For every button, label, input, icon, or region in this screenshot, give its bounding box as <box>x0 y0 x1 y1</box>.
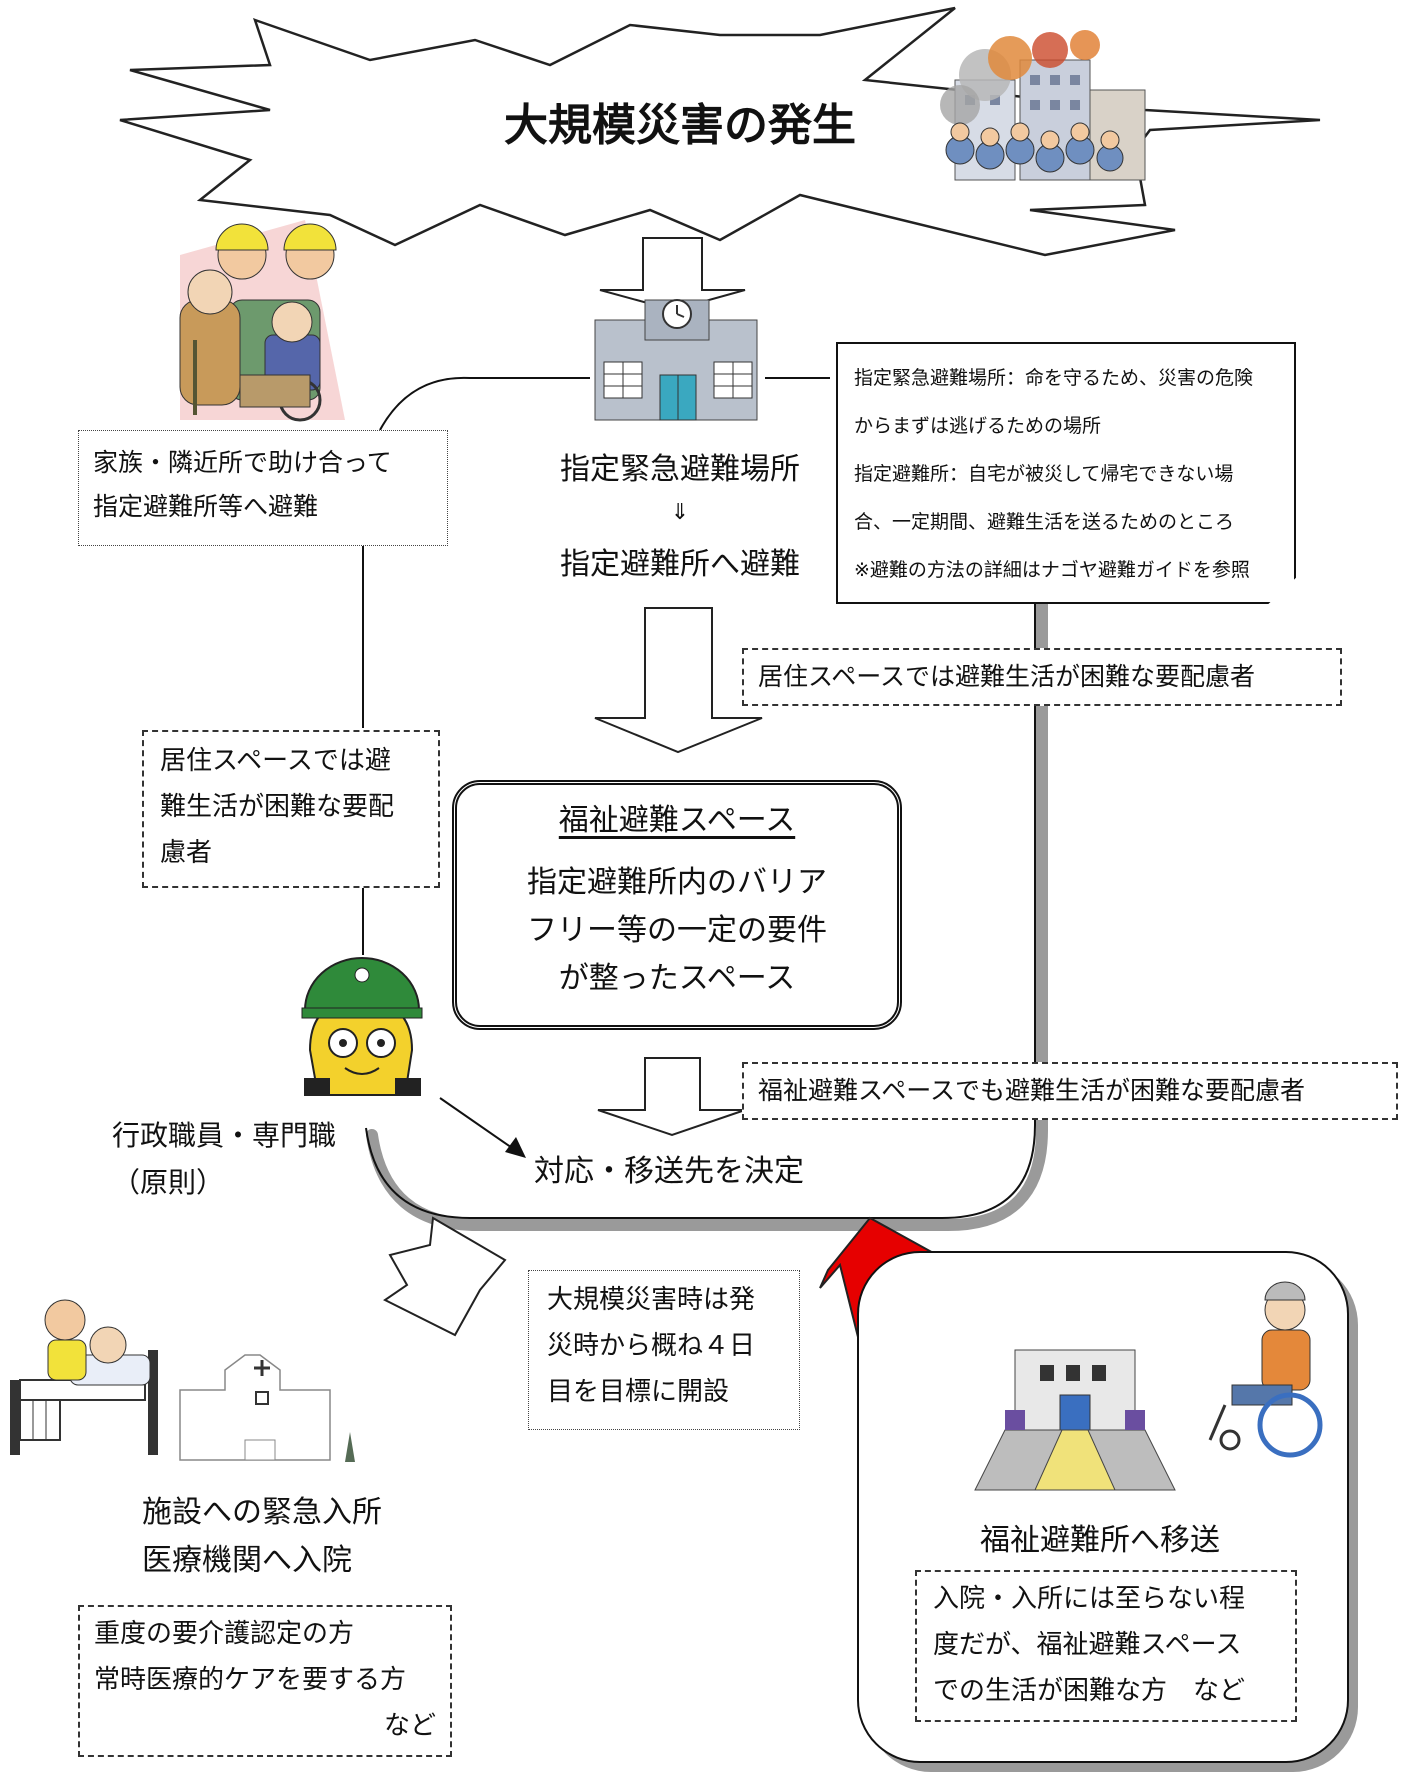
definition-line-3: 指定避難所：自宅が被災して帰宅できない場 <box>854 463 1234 485</box>
welfare-shelter-note-line-3: での生活が困難な方 など <box>933 1676 1246 1706</box>
welfare-space-title: 福祉避難スペース <box>558 803 796 838</box>
definition-line-1: 指定緊急避難場所：命を守るため、災害の危険 <box>854 367 1254 389</box>
disaster-illustration-icon <box>940 30 1146 181</box>
flow-arrow-3 <box>597 1057 746 1137</box>
welfare-shelter-building-icon <box>974 1349 1176 1491</box>
staff-label-line-2: （原則） <box>112 1166 225 1199</box>
opening-note-line-1: 大規模災害時は発 <box>547 1285 756 1315</box>
process-outline <box>365 598 1036 1219</box>
evacuation-helpers-illustration-icon <box>179 220 345 422</box>
opening-note-line-2: 災時から概ね４日 <box>547 1331 756 1361</box>
severe-care-line-2: 常時医療的ケアを要する方 <box>94 1665 407 1695</box>
shelter-primary-label: 指定緊急避難場所 <box>560 452 800 487</box>
school-building-icon <box>594 299 758 421</box>
severe-care-note: 重度の要介護認定の方 常時医療的ケアを要する方 など <box>78 1605 452 1757</box>
welfare-shelter-label: 福祉避難所へ移送 <box>980 1523 1220 1558</box>
severe-care-line-3: など <box>383 1711 436 1741</box>
mutual-help-box: 家族・隣近所で助け合って 指定避難所等へ避難 <box>78 430 448 546</box>
welfare-shelter-note-line-2: 度だが、福祉避難スペース <box>933 1630 1242 1660</box>
hospital-bed-illustration-icon <box>10 1299 158 1455</box>
shelter-down-arrow: ⇓ <box>670 500 690 525</box>
shelter-secondary-label: 指定避難所へ避難 <box>560 547 800 582</box>
opening-note-line-3: 目を目標に開設 <box>547 1377 730 1407</box>
welfare-space-box: 福祉避難スペース 指定避難所内のバリア フリー等の一定の要件 が整ったスペース <box>452 780 902 1030</box>
welfare-space-desc-line-3: が整ったスペース <box>558 961 796 996</box>
flow-arrow-2 <box>594 607 763 754</box>
flow-arrow-1 <box>599 237 746 312</box>
wheelchair-person-icon <box>1208 1281 1323 1458</box>
severe-care-line-1: 重度の要介護認定の方 <box>94 1619 355 1649</box>
residential-difficult-right-text: 居住スペースでは避難生活が困難な要配慮者 <box>758 662 1256 691</box>
facility-label-line-1: 施設への緊急入所 <box>142 1495 382 1530</box>
residential-difficult-left-line-2: 難生活が困難な要配 <box>160 792 395 822</box>
page-title: 大規模災害の発生 <box>504 100 856 151</box>
process-outline-shadow <box>366 592 1048 1231</box>
residential-difficult-left-line-1: 居住スペースでは避 <box>160 746 391 776</box>
residential-difficult-left-line-3: 慮者 <box>160 838 213 868</box>
explosion-burst <box>119 6 1321 257</box>
definition-note: 指定緊急避難場所：命を守るため、災害の危険 からまずは逃げるための場所 指定避難… <box>836 342 1296 604</box>
residential-difficult-note-right: 居住スペースでは避難生活が困難な要配慮者 <box>742 648 1342 706</box>
definition-line-5: ※避難の方法の詳細はナゴヤ避難ガイドを参照 <box>854 559 1250 581</box>
definition-line-2: からまずは逃げるための場所 <box>854 415 1102 437</box>
connector-left <box>379 376 590 431</box>
flow-arrow-to-facility <box>383 1216 507 1337</box>
opening-note: 大規模災害時は発 災時から概ね４日 目を目標に開設 <box>528 1270 800 1430</box>
welfare-space-desc-line-2: フリー等の一定の要件 <box>527 913 827 948</box>
facility-label-line-2: 医療機関へ入院 <box>142 1543 352 1578</box>
mutual-help-line-1: 家族・隣近所で助け合って <box>93 448 392 477</box>
staff-to-decision-arrow <box>439 1097 516 1151</box>
residential-difficult-note-left: 居住スペースでは避 難生活が困難な要配 慮者 <box>142 730 440 888</box>
definition-line-4: 合、一定期間、避難生活を送るためのところ <box>854 511 1235 533</box>
welfare-space-difficult-text: 福祉避難スペースでも避難生活が困難な要配慮者 <box>758 1076 1306 1105</box>
welfare-space-difficult-note: 福祉避難スペースでも避難生活が困難な要配慮者 <box>742 1062 1398 1120</box>
staff-character-icon <box>301 957 423 1096</box>
welfare-shelter-note: 入院・入所には至らない程 度だが、福祉避難スペース での生活が困難な方 など <box>915 1570 1297 1722</box>
welfare-space-desc-line-1: 指定避難所内のバリア <box>527 865 827 900</box>
mutual-help-line-2: 指定避難所等へ避難 <box>93 492 319 521</box>
welfare-shelter-note-line-1: 入院・入所には至らない程 <box>933 1584 1246 1614</box>
hospital-building-icon <box>179 1354 355 1462</box>
staff-label-line-1: 行政職員・専門職 <box>112 1119 337 1152</box>
decision-label: 対応・移送先を決定 <box>534 1154 804 1189</box>
